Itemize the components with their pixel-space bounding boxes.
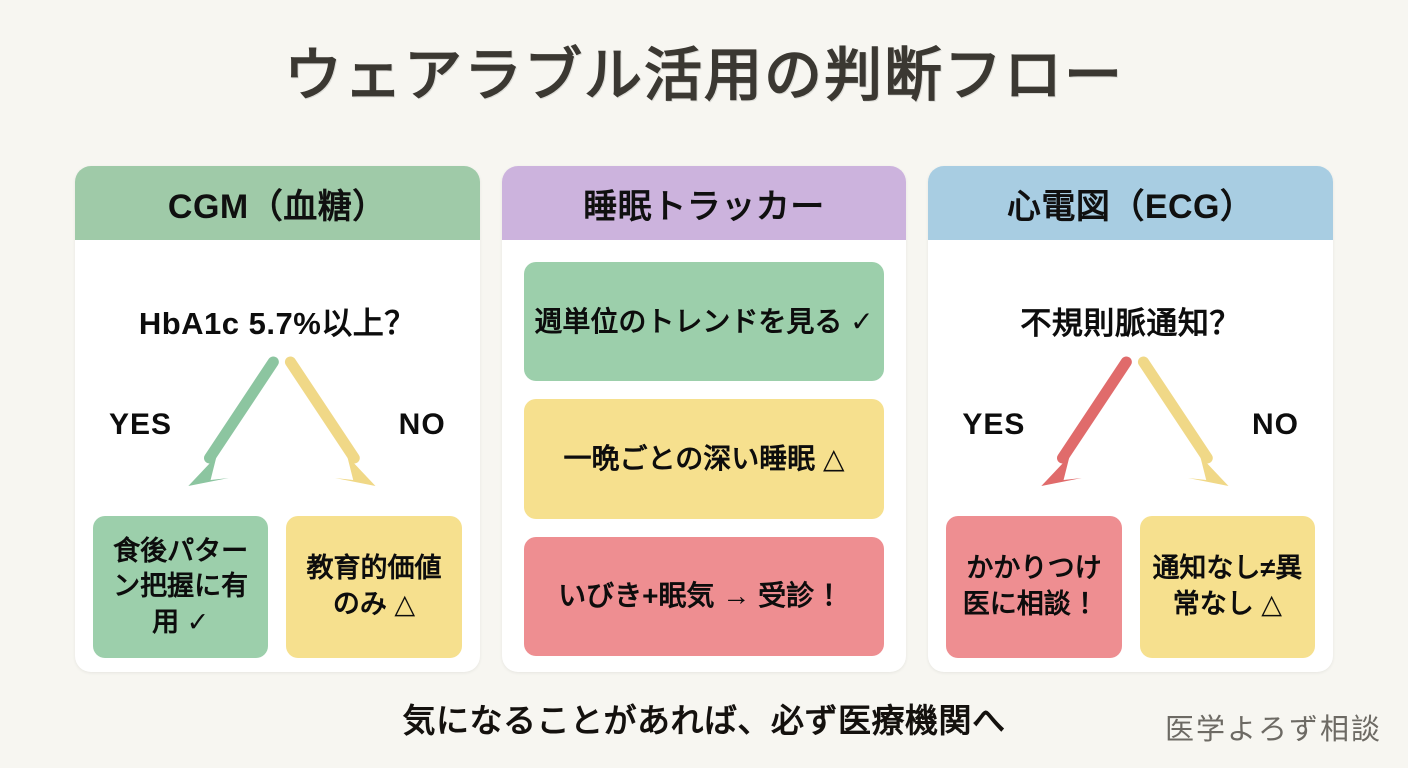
- question-cgm: HbA1c 5.7%以上？: [138, 306, 416, 341]
- outcomes-ecg: かかりつけ医に相談 ！ 通知なし≠異常なし △: [946, 516, 1316, 658]
- outcome-box: 食後パターン把握に有用 ✓: [93, 516, 269, 658]
- card-body-sleep: 週単位のトレンドを見る ✓ 一晩ごとの深い睡眠 △ いびき+眠気 → 受診 ！: [502, 240, 907, 672]
- watermark: 医学よろず相談: [1164, 714, 1382, 746]
- arrow-no-icon: [1138, 356, 1229, 486]
- branch-label-yes-ecg: YES: [962, 408, 1026, 441]
- branch-label-no-cgm: NO: [398, 408, 446, 441]
- outcomes-cgm: 食後パターン把握に有用 ✓ 教育的価値のみ △: [93, 516, 462, 658]
- outcome-box: 通知なし≠異常なし △: [1139, 516, 1316, 658]
- arrow-yes-icon: [1041, 356, 1133, 486]
- stack-item: 一晩ごとの深い睡眠 △: [523, 399, 885, 519]
- outcome-box: 教育的価値のみ △: [286, 516, 462, 658]
- card-header-cgm: CGM（血糖）: [75, 166, 480, 240]
- footer-note: 気になることがあれば、必ず医療機関へ: [402, 702, 1006, 739]
- question-ecg: 不規則脈通知？: [1020, 306, 1241, 341]
- stack-item: いびき+眠気 → 受診 ！: [523, 536, 885, 656]
- outcome-box: かかりつけ医に相談 ！: [946, 516, 1122, 658]
- arrow-yes-icon: [188, 356, 279, 486]
- card-cgm: CGM（血糖） HbA1c 5.7%以上？ YES NO: [75, 166, 480, 672]
- card-header-ecg: 心電図（ECG）: [928, 166, 1334, 240]
- cards-row: CGM（血糖） HbA1c 5.7%以上？ YES NO: [75, 166, 1334, 672]
- card-sleep: 睡眠トラッカー 週単位のトレンドを見る ✓ 一晩ごとの深い睡眠 △ いびき+眠気…: [501, 166, 907, 672]
- arrow-no-icon: [284, 356, 376, 486]
- card-header-sleep: 睡眠トラッカー: [501, 166, 907, 240]
- card-body-ecg: 不規則脈通知？ YES NO かかりつけ医に相談 ！ 通知なし≠異常なし △: [928, 240, 1333, 672]
- page-title: ウェアラブル活用の判断フロー: [283, 43, 1124, 108]
- card-body-cgm: HbA1c 5.7%以上？ YES NO 食後パター: [75, 240, 480, 672]
- card-ecg: 心電図（ECG） 不規則脈通知？ YES NO かかりつけ医に相: [928, 166, 1334, 672]
- branch-label-yes-cgm: YES: [109, 408, 173, 441]
- branch-label-no-ecg: NO: [1252, 408, 1300, 441]
- stack-item: 週単位のトレンドを見る ✓: [523, 262, 885, 382]
- stack-sleep: 週単位のトレンドを見る ✓ 一晩ごとの深い睡眠 △ いびき+眠気 → 受診 ！: [523, 262, 885, 656]
